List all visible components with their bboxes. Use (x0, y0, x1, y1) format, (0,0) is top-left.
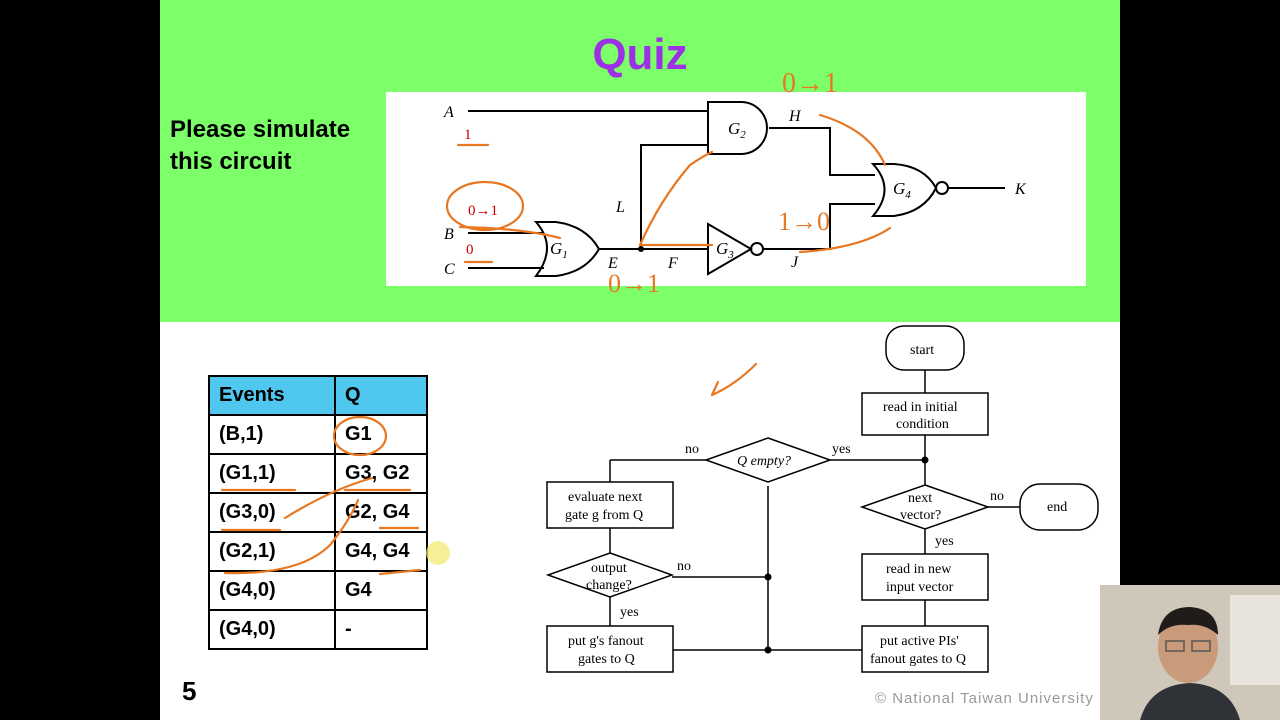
flow-read-initial-2: condition (896, 417, 949, 432)
q-cell: G4 (334, 570, 428, 611)
simulation-flowchart: start read in initial condition Q empty?… (540, 320, 1120, 690)
events-table: Events Q (B,1) G1 (G1,1) G3, G2 (G3,0) G… (208, 375, 428, 650)
flow-evaluate-2: gate g from Q (565, 508, 643, 523)
gate-g2-label: G2 (728, 119, 746, 141)
table-row: (G3,0) G2, G4 (208, 492, 428, 533)
value-b: 0→1 (468, 203, 498, 219)
q-cell: G1 (334, 414, 428, 455)
flow-end: end (1047, 500, 1067, 515)
label-f: F (667, 255, 678, 272)
event-cell: (G4,0) (208, 609, 336, 650)
slide-title: Quiz (592, 30, 688, 79)
copyright-text: © National Taiwan University (875, 690, 1094, 707)
flow-no-1: no (685, 442, 699, 457)
label-k: K (1014, 181, 1027, 198)
flow-output-1: output (591, 561, 627, 576)
flow-evaluate-1: evaluate next (568, 490, 642, 505)
q-cell: G4, G4 (334, 531, 428, 572)
event-cell: (G1,1) (208, 453, 336, 494)
prompt-line-2: this circuit (170, 148, 292, 175)
table-row: (G1,1) G3, G2 (208, 453, 428, 494)
flow-fanout-1: put g's fanout (568, 634, 644, 649)
flow-read-initial-1: read in initial (883, 400, 958, 415)
gate-g4-label: G4 (893, 179, 911, 201)
flow-no-2: no (677, 559, 691, 574)
value-c: 0 (466, 242, 474, 258)
page-number: 5 (182, 676, 197, 706)
label-c: C (444, 261, 455, 278)
flow-start: start (910, 343, 934, 358)
event-cell: (B,1) (208, 414, 336, 455)
label-b: B (444, 226, 454, 243)
flow-next-2: vector? (900, 508, 941, 523)
presenter-webcam (1100, 585, 1280, 720)
label-a: A (443, 104, 454, 121)
slide: Quiz Please simulate this circuit (160, 0, 1120, 720)
event-cell: (G4,0) (208, 570, 336, 611)
circuit-diagram: A B C L E F H J K G1 G2 G3 G4 1 0→1 0 (386, 92, 1086, 286)
q-header: Q (334, 375, 428, 416)
value-a: 1 (464, 127, 472, 143)
flow-next-1: next (908, 491, 932, 506)
gate-g1-label: G1 (550, 239, 568, 261)
flow-q-empty: Q empty? (737, 454, 791, 469)
events-header: Events (208, 375, 336, 416)
flow-output-2: change? (586, 578, 632, 593)
gate-g3-label: G3 (716, 239, 734, 261)
flow-no-3: no (990, 489, 1004, 504)
label-l: L (615, 199, 625, 216)
q-cell: - (334, 609, 428, 650)
flow-read-new-2: input vector (886, 580, 954, 595)
table-row: (B,1) G1 (208, 414, 428, 455)
flow-fanout-2: gates to Q (578, 652, 635, 667)
table-row: (G4,0) - (208, 609, 428, 650)
flow-active-1: put active PIs' (880, 634, 959, 649)
event-cell: (G3,0) (208, 492, 336, 533)
label-e: E (607, 255, 618, 272)
flow-read-new-1: read in new (886, 562, 952, 577)
prompt-line-1: Please simulate (170, 116, 351, 143)
q-cell: G3, G2 (334, 453, 428, 494)
flow-yes-2: yes (620, 605, 639, 620)
label-j: J (791, 254, 799, 271)
flow-active-2: fanout gates to Q (870, 652, 966, 667)
flow-yes-1: yes (832, 442, 851, 457)
table-row: (G2,1) G4, G4 (208, 531, 428, 572)
label-h: H (788, 108, 802, 125)
prompt-text: Please simulate this circuit (170, 114, 390, 178)
flow-yes-3: yes (935, 534, 954, 549)
table-row: (G4,0) G4 (208, 570, 428, 611)
q-cell: G2, G4 (334, 492, 428, 533)
event-cell: (G2,1) (208, 531, 336, 572)
